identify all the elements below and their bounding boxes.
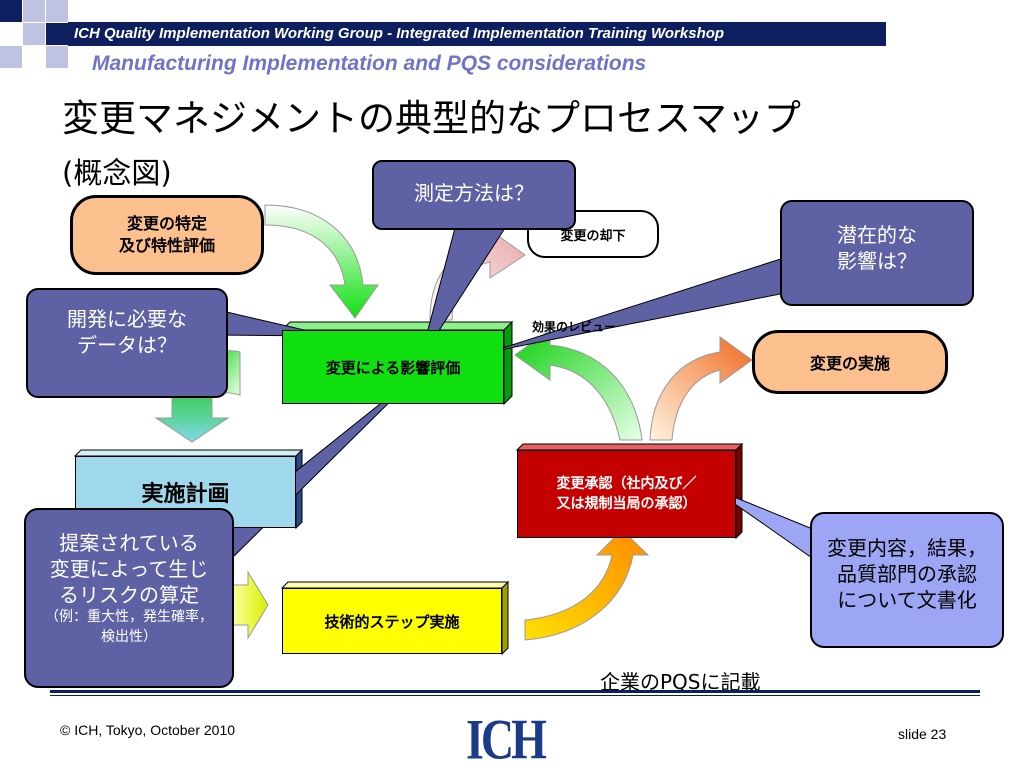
technical-box: 技術的ステップ実施 [282, 588, 502, 654]
plan-label: 実施計画 [141, 482, 230, 507]
approve-line-1: 変更承認（社内及び／ [556, 475, 697, 492]
arrow-approve-to-impact [514, 329, 643, 441]
callout-risk [24, 508, 234, 688]
identify-line-2: 及び特性評価 [118, 236, 215, 255]
callout-potential-line-2: 影響は？ [837, 249, 917, 273]
footer-rule-thin [50, 695, 980, 696]
ich-logo: ICH [466, 707, 547, 771]
callout-measure-text: 測定方法は？ [414, 181, 534, 205]
footer-rule [50, 690, 980, 693]
effect-review-label: 効果のレビュー [532, 320, 617, 334]
identify-box: 変更の特定 及び特性評価 [70, 195, 264, 275]
implement-label: 変更の実施 [809, 354, 890, 373]
approve-box: 変更承認（社内及び／ 又は規制当局の承認） [517, 450, 736, 538]
callout-measure [372, 160, 576, 230]
arrow-to-technical [231, 570, 269, 640]
callout-risk-line-3: るリスクの算定 [59, 583, 199, 607]
impact-box: 変更による影響評価 [282, 330, 504, 404]
callout-potential-text: 潜在的な 影響は？ [780, 222, 974, 274]
impact-label: 変更による影響評価 [325, 358, 461, 377]
callout-document-text: 変更内容，結果， 品質部門の承認 について文書化 [810, 535, 1004, 613]
callout-document [810, 512, 1004, 648]
callout-data-text: 開発に必要な データは？ [26, 306, 228, 358]
callout-risk-line-2: 変更によって生じ [49, 557, 209, 581]
callout-data-line-1: 開発に必要な [67, 307, 187, 331]
header-squares [0, 0, 80, 70]
technical-label: 技術的ステップ実施 [324, 612, 460, 631]
callout-potential-line-1: 潜在的な [837, 223, 917, 247]
reject-label: 変更の却下 [560, 228, 626, 244]
header-workshop: Integrated Implementation Training Works… [396, 25, 725, 42]
identify-line-1: 変更の特定 [126, 214, 207, 234]
header-org: ICH Quality Implementation Working Group… [74, 25, 397, 42]
slide-title: 変更マネジメントの典型的なプロセスマップ [62, 97, 801, 140]
callout-potential [780, 200, 974, 306]
approve-line-2: 又は規制当局の承認） [556, 496, 697, 512]
arrow-technical-to-approve [524, 529, 650, 641]
callout-document-line-3: について文書化 [837, 588, 977, 612]
callout-document-line-2: 品質部門の承認 [837, 562, 977, 586]
callout-risk-note-1: （例：重大性，発生確率， [45, 609, 213, 625]
header-text: ICH Quality Implementation Working Group… [74, 23, 724, 45]
arrow-to-plan [154, 397, 230, 443]
arrow-identify-to-impact [264, 204, 379, 319]
callout-potential-tail [489, 255, 791, 353]
implement-box: 変更の実施 [752, 330, 948, 394]
header-subtitle: Manufacturing Implementation and PQS con… [92, 52, 647, 75]
arrow-approve-to-implement [649, 336, 753, 441]
callout-risk-note-2: 検出性） [101, 628, 157, 645]
header-bar [68, 22, 886, 46]
callout-risk-line-1: 提案されている [59, 531, 199, 555]
callout-document-line-1: 変更内容，結果， [827, 536, 987, 560]
slide-number: slide 23 [898, 726, 947, 742]
callout-risk-text: 提案されている 変更によって生じ るリスクの算定 （例：重大性，発生確率， 検出… [24, 530, 234, 647]
callout-data-line-2: データは？ [77, 333, 177, 357]
slide-subtitle: (概念図) [62, 156, 172, 190]
callout-data [26, 288, 228, 398]
copyright: © ICH, Tokyo, October 2010 [60, 722, 236, 738]
